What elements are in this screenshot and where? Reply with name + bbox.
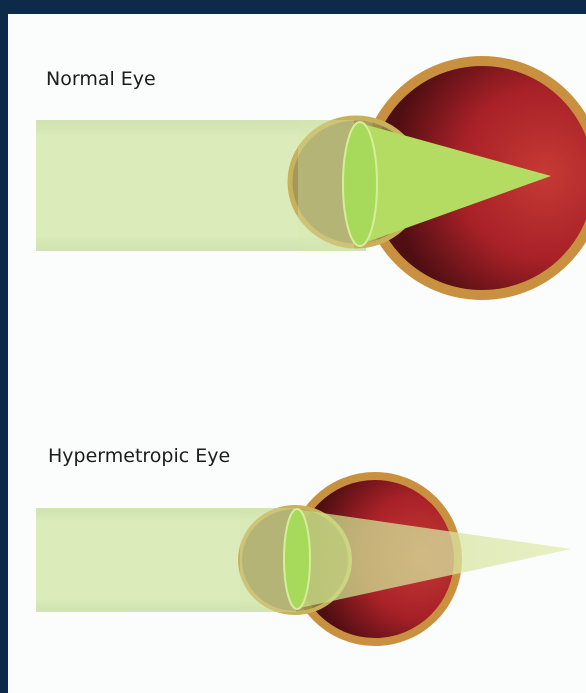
eye-diagram-svg [8, 14, 586, 693]
normal-eye-lens [343, 122, 377, 246]
normal-eye-label: Normal Eye [46, 68, 156, 90]
hypermetropic-eye-group [36, 472, 571, 646]
normal-eye-group [36, 56, 586, 300]
diagram-panel: Normal Eye Hypermetropic Eye [8, 14, 586, 693]
hypermetropic-eye-lens [284, 509, 310, 609]
hypermetropic-eye-label: Hypermetropic Eye [48, 445, 230, 467]
